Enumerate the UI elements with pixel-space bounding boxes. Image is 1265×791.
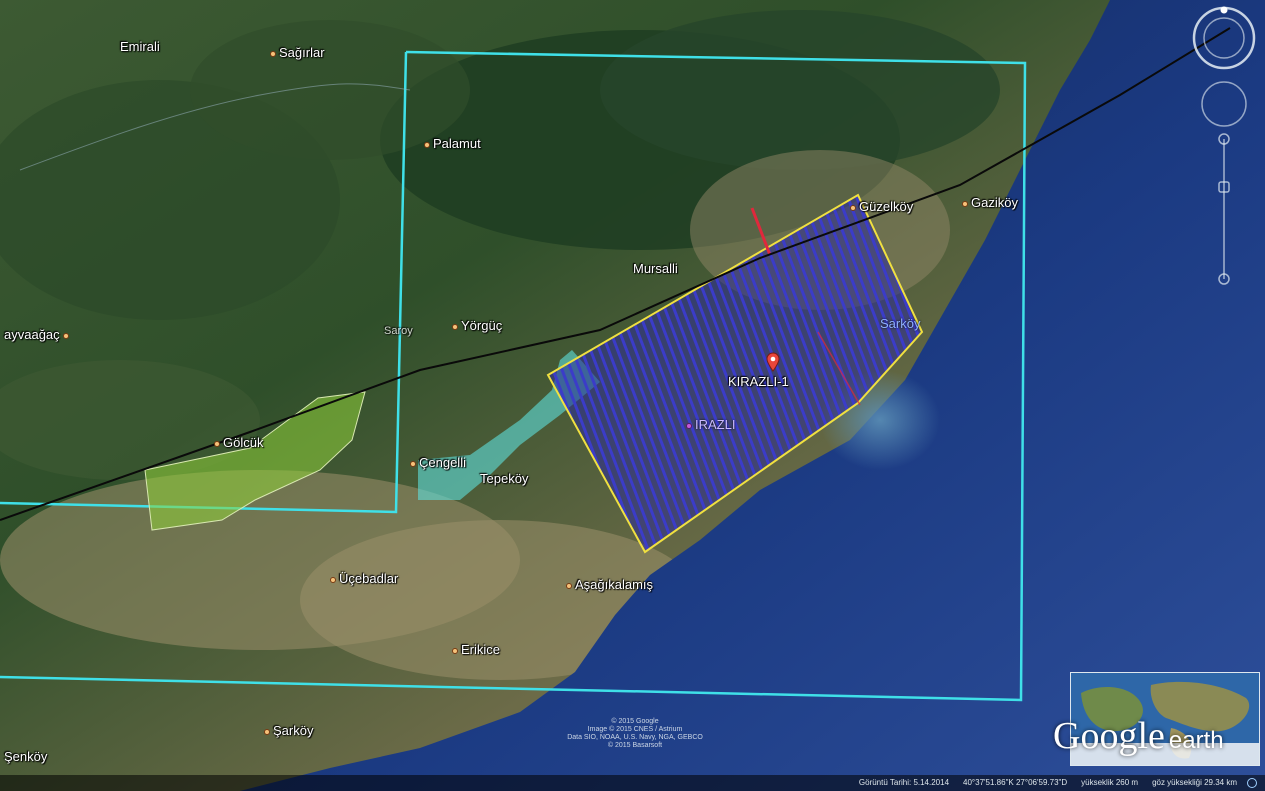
elevation-readout: yükseklik 260 m [1081,778,1139,787]
place-pin-icon [850,204,856,211]
survey-line [852,195,922,552]
survey-line [548,195,663,552]
place-emirali: Emirali [120,39,160,54]
compass-icon[interactable] [1192,6,1256,70]
survey-area-outline [546,193,924,554]
place-sarkoy-blue: Sarköy [880,316,921,331]
place-pin-icon [330,576,336,583]
forest-patch [0,360,260,480]
forest-patch [600,10,1000,170]
place-guzelkoy: Güzelköy [850,200,913,214]
place-erikice: Erikice [452,643,500,657]
streaming-status-icon [1247,778,1257,788]
place-pin-icon [264,728,270,735]
look-joystick-icon[interactable] [1201,81,1247,127]
place-pin-icon [62,332,69,339]
place-senkoy: Şenköy [4,749,48,764]
place-pin-icon [214,440,220,447]
place-pin-icon [424,141,430,148]
location-pin-icon[interactable] [766,352,780,372]
survey-line [807,195,922,552]
green-concession-area [144,391,366,531]
place-pin-icon [410,460,416,467]
copyright-notice: © 2015 Google Image © 2015 CNES / Astriu… [567,718,703,749]
fault-line [750,207,772,256]
forest-patch [190,20,470,160]
zoom-slider[interactable] [1218,133,1230,285]
place-sagirlar: Sağırlar [270,46,325,60]
imagery-date: Görüntü Tarihi: 5.14.2014 [858,778,950,787]
place-mursalli: Mursalli [633,261,678,276]
overview-map[interactable] [1070,672,1260,766]
place-yorguc: Yörgüç [452,319,502,333]
place-gazikoy: Gaziköy [962,196,1018,210]
zoom-handle [1218,181,1230,193]
place-saroy-faint: Saroy [384,325,413,337]
survey-box-outline [0,50,1027,702]
place-cengelli: Çengelli [410,456,466,470]
place-tepekoy: Tepeköy [480,471,529,486]
zoom-out-icon [1218,273,1230,285]
survey-box-inner-edge [0,51,408,514]
place-pin-icon [270,50,276,57]
cursor-coordinates: 40°37'51.86"K 27°06'59.73"D [963,778,1068,787]
transect-line [0,27,1231,521]
place-palamut: Palamut [424,137,481,151]
navigation-controls[interactable] [1188,4,1260,289]
well-label-inner: IRAZLI [686,418,735,432]
place-pin-icon [566,582,572,589]
place-pin-icon [962,200,968,207]
place-ucebadlar: Üçebadlar [330,572,398,586]
sea-of-marmara [240,0,1265,791]
fault-line [817,331,861,406]
eye-altitude-readout: göz yüksekliği 29.34 km [1152,778,1237,787]
place-golcuk: Gölcük [214,436,263,450]
river [19,83,411,171]
place-sarkoy: Şarköy [264,724,313,738]
well-label-kirazli: KIRAZLI-1 [728,374,789,389]
survey-line [548,195,654,552]
place-ayvaagac: ayvaağaç [4,328,72,342]
place-asagikalamis: Aşağıkalamış [566,578,653,592]
zoom-in-icon [1218,133,1230,145]
survey-line [548,195,645,552]
status-bar: Görüntü Tarihi: 5.14.2014 40°37'51.86"K … [0,775,1265,791]
place-pin-icon [686,422,692,429]
place-pin-icon [452,647,458,654]
place-pin-icon [452,323,458,330]
